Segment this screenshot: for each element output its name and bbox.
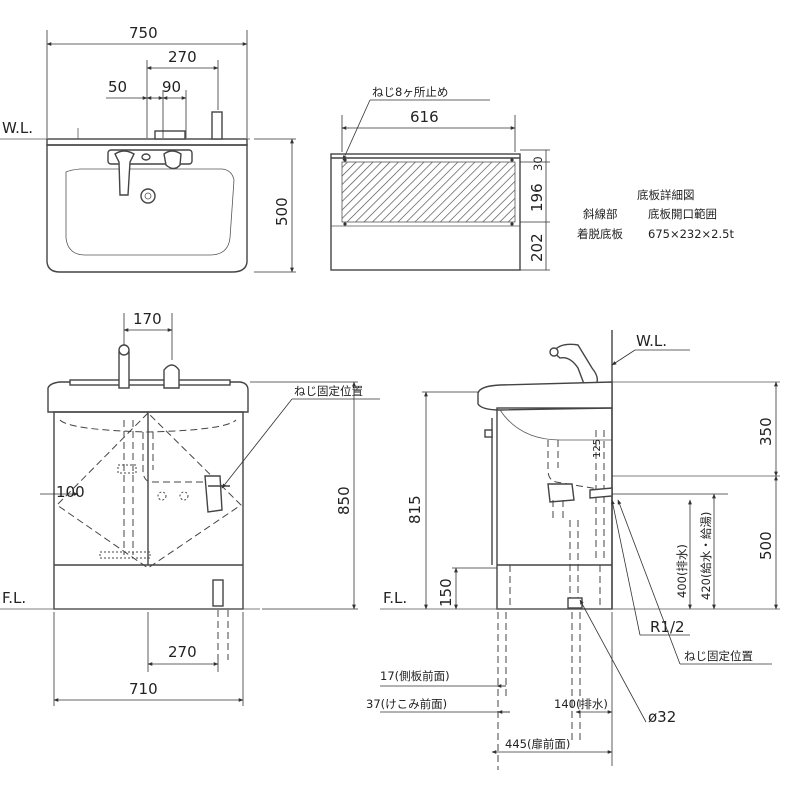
- front-view: F.L. 170 100 ねじ固定位置 850 270 710: [0, 310, 380, 706]
- dim-445: 445(扉前面): [505, 737, 570, 751]
- side-screw-pos: ねじ固定位置: [684, 649, 753, 663]
- dim-170: 170: [133, 310, 162, 328]
- dim-196: 196: [528, 183, 546, 212]
- dim-420: 420(給水・給湯): [699, 512, 713, 600]
- top-wl-label: W.L.: [2, 119, 33, 137]
- dim-616: 616: [410, 108, 439, 126]
- front-fl-label: F.L.: [2, 589, 26, 607]
- side-fl-label: F.L.: [383, 589, 407, 607]
- dim-500-top: 500: [273, 197, 291, 226]
- dim-125: 125: [592, 439, 603, 458]
- dim-270-top: 270: [168, 48, 197, 66]
- r12-label: R1/2: [650, 618, 685, 636]
- dim-270-bottom: 270: [168, 643, 197, 661]
- side-view: W.L. 125 F.L.: [366, 330, 780, 770]
- dim-815: 815: [406, 495, 424, 524]
- dia32-label: ø32: [648, 708, 676, 726]
- notes-title: 底板詳細図: [637, 188, 695, 202]
- dim-850: 850: [335, 486, 353, 515]
- dim-500-side: 500: [757, 531, 775, 560]
- front-screw-pos: ねじ固定位置: [294, 384, 363, 398]
- dim-17: 17(側板前面): [380, 669, 450, 683]
- dim-400: 400(排水): [675, 544, 689, 598]
- notes: 底板詳細図 斜線部 底板開口範囲 着脱底板 675×232×2.5t: [577, 188, 734, 241]
- dim-140: 140(排水): [554, 697, 608, 711]
- notes-row1-right: 底板開口範囲: [648, 207, 717, 221]
- dim-750: 750: [129, 24, 158, 42]
- dim-150: 150: [437, 578, 455, 607]
- notes-row1-left: 斜線部: [583, 207, 618, 221]
- dim-90: 90: [162, 78, 181, 96]
- side-wl-label: W.L.: [636, 332, 667, 350]
- screw-note: ねじ8ヶ所止め: [372, 85, 448, 99]
- dim-202: 202: [528, 233, 546, 262]
- dim-710: 710: [129, 680, 158, 698]
- dim-100: 100: [56, 483, 85, 501]
- notes-row2-right: 675×232×2.5t: [648, 227, 734, 241]
- dim-30: 30: [531, 156, 545, 171]
- dim-37: 37(けこみ前面): [366, 697, 447, 711]
- top-view: W.L. 750 270 50 90: [0, 24, 296, 273]
- dim-50: 50: [108, 78, 127, 96]
- dim-350: 350: [757, 417, 775, 446]
- bottom-plate-view: ねじ8ヶ所止め 616 30 196 202: [330, 85, 550, 271]
- notes-row2-left: 着脱底板: [577, 227, 623, 241]
